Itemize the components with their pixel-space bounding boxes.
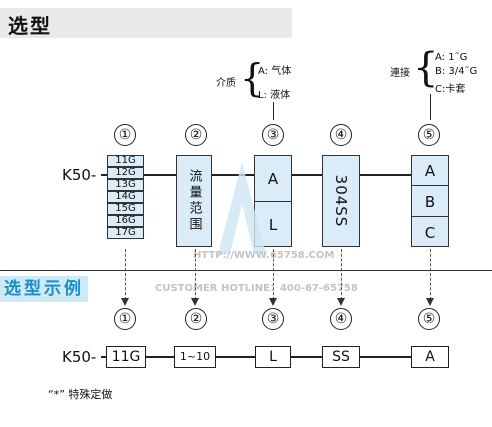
section-separator bbox=[0, 270, 492, 271]
footnote: “*” 特殊定做 bbox=[48, 388, 113, 401]
connection-options-box: A B C bbox=[411, 155, 449, 247]
column-number-5: ⑤ bbox=[418, 124, 440, 146]
watermark-logo-icon bbox=[218, 162, 266, 254]
connection-option-a: A: 1˜G bbox=[435, 52, 468, 63]
example-label: 选型示例 bbox=[0, 276, 88, 302]
connector-5 bbox=[430, 249, 431, 300]
connector-2 bbox=[195, 249, 196, 300]
material-box: 304SS bbox=[322, 155, 360, 247]
connection-option-c: C:卡套 bbox=[435, 84, 466, 95]
watermark-hotline: CUSTOMER HOTLINE：400-67-65758 bbox=[155, 283, 358, 294]
size-option: 17G bbox=[107, 227, 144, 239]
medium-options-box: A L bbox=[254, 155, 292, 247]
flow-range-box: 流量范围 bbox=[176, 155, 212, 247]
connector-3 bbox=[273, 249, 274, 300]
model-prefix: K50- bbox=[62, 166, 97, 184]
connection-label: 連接 bbox=[390, 68, 410, 79]
arrow-down-icon bbox=[121, 298, 129, 306]
medium-option-gas: A: 气体 bbox=[258, 66, 292, 77]
example-column-number-4: ④ bbox=[330, 308, 352, 330]
column-number-1: ① bbox=[114, 124, 136, 146]
example-medium-box: L bbox=[255, 346, 291, 368]
connector-4 bbox=[341, 249, 342, 300]
arrow-down-icon bbox=[426, 298, 434, 306]
arrow-down-icon bbox=[269, 298, 277, 306]
column-number-2: ② bbox=[185, 124, 207, 146]
medium-label: 介质 bbox=[216, 78, 236, 89]
example-column-number-5: ⑤ bbox=[418, 308, 440, 330]
example-column-number-1: ① bbox=[114, 308, 136, 330]
example-size-box: 11G bbox=[106, 346, 146, 368]
arrow-down-icon bbox=[337, 298, 345, 306]
medium-leader-line bbox=[273, 102, 274, 120]
column-number-3: ③ bbox=[262, 124, 284, 146]
connection-option-c-cell: C bbox=[424, 224, 436, 242]
flow-range-label: 流量范围 bbox=[186, 169, 202, 233]
arrow-down-icon bbox=[191, 298, 199, 306]
medium-option-liquid: L: 液体 bbox=[258, 90, 291, 101]
watermark-url: HTTP://WWW.65758.COM bbox=[193, 250, 335, 261]
size-option: 14G bbox=[107, 191, 144, 203]
column-number-4: ④ bbox=[330, 124, 352, 146]
connection-leader-line bbox=[430, 94, 431, 120]
material-label: 304SS bbox=[332, 174, 350, 228]
example-model-prefix: K50- bbox=[62, 348, 97, 366]
example-connection-box: A bbox=[411, 346, 449, 368]
size-option: 12G bbox=[107, 167, 144, 179]
connection-option-b: B: 3/4˜G bbox=[435, 66, 478, 77]
medium-option-a: A bbox=[267, 170, 279, 188]
size-option: 11G bbox=[107, 155, 144, 167]
connection-option-b-cell: B bbox=[424, 193, 436, 211]
example-material-box: SS bbox=[322, 346, 360, 368]
medium-brace: { bbox=[240, 56, 265, 100]
connection-brace: { bbox=[413, 45, 439, 91]
example-column-number-3: ③ bbox=[262, 308, 284, 330]
connection-option-a-cell: A bbox=[424, 162, 436, 180]
example-column-number-2: ② bbox=[185, 308, 207, 330]
section-header-bar bbox=[0, 8, 292, 38]
size-option: 16G bbox=[107, 215, 144, 227]
example-flow-box: 1~10 bbox=[174, 346, 216, 368]
medium-option-l: L bbox=[268, 216, 278, 234]
size-option: 13G bbox=[107, 179, 144, 191]
connector-1 bbox=[125, 249, 126, 300]
section-title: 选型 bbox=[8, 14, 52, 38]
size-option: 15G bbox=[107, 203, 144, 215]
